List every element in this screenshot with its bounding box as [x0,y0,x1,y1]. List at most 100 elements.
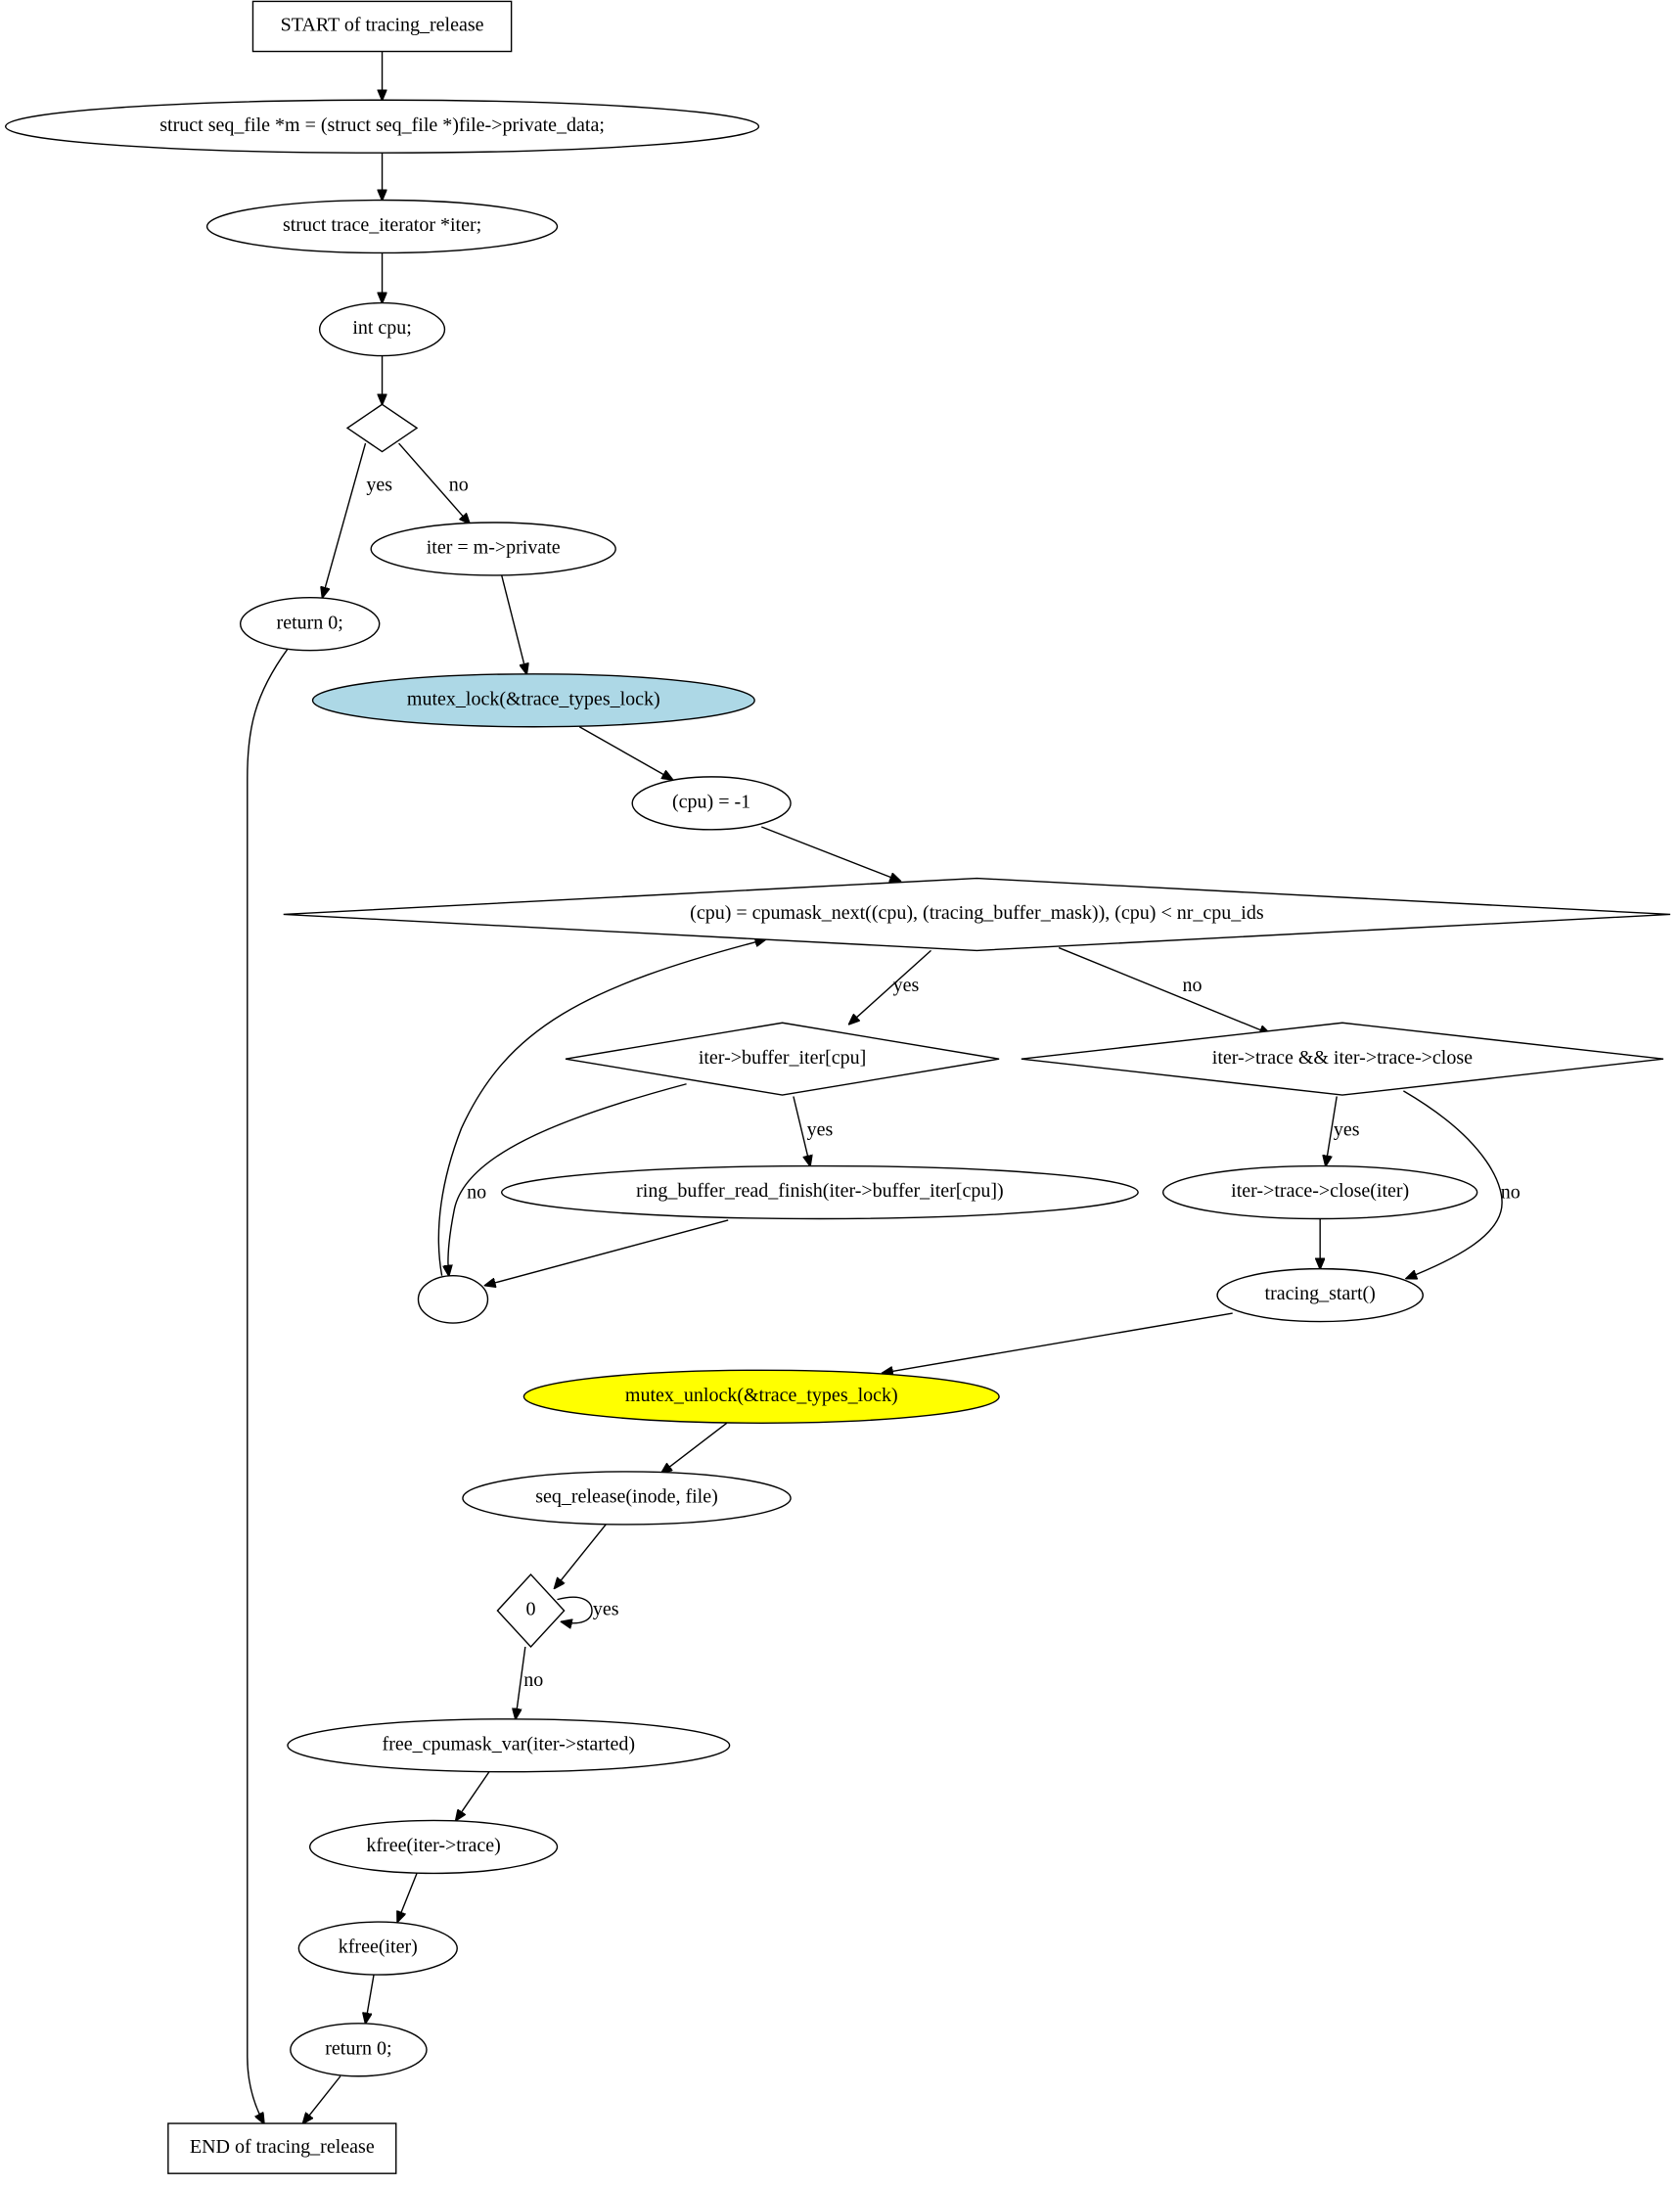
node-label: iter->buffer_iter[cpu] [699,1047,867,1069]
edge-label-yes: yes [1334,1119,1360,1141]
node-label: struct seq_file *m = (struct seq_file *)… [159,114,605,136]
decision-node-loop: (cpu) = cpumask_next((cpu), (tracing_buf… [283,877,1671,952]
edge-label-no: no [449,475,469,496]
node-shape [290,2023,428,2077]
node-shape [1216,1267,1424,1323]
statement-node-n10: free_cpumask_var(iter->started) [287,1718,731,1773]
decision-node-d4: 0 [496,1573,566,1648]
edge-d2-to-join [448,1083,687,1276]
node-label: ring_buffer_read_finish(iter->buffer_ite… [636,1180,1004,1202]
node-label: (cpu) = cpumask_next((cpu), (tracing_buf… [690,902,1264,924]
statement-node-n6: ring_buffer_read_finish(iter->buffer_ite… [500,1164,1139,1220]
terminal-node-start: START of tracing_release [251,0,513,53]
statement-node-lock: mutex_lock(&trace_types_lock) [311,673,755,728]
statement-node-join [417,1275,489,1324]
node-shape [311,673,755,728]
node-shape [309,1819,559,1875]
node-label: return 0; [277,612,343,633]
statement-node-n9: seq_release(inode, file) [462,1471,792,1526]
node-shape [283,877,1671,952]
node-shape [565,1022,1000,1096]
edge-n5-to-loop [761,826,900,881]
node-label: 0 [526,1599,536,1620]
edges [247,51,1503,2123]
statement-node-ret2: return 0; [290,2023,428,2077]
node-label: iter->trace->close(iter) [1231,1180,1409,1202]
statement-node-n12: kfree(iter) [297,1921,458,1976]
edge-loop-to-d3 [1058,946,1270,1034]
node-label: START of tracing_release [281,15,484,36]
edge-n4-to-lock [501,574,527,674]
edge-n11-to-n12 [397,1873,418,1922]
edge-n10-to-n11 [456,1771,490,1821]
edge-n12-to-ret2 [366,1974,375,2024]
edge-label-yes: yes [893,975,920,996]
decision-node-d2: iter->buffer_iter[cpu] [565,1022,1000,1096]
node-shape [631,776,792,831]
node-label: int cpu; [352,317,412,339]
node-shape [167,2122,397,2174]
edge-d2-to-n6 [793,1096,810,1166]
statement-node-n5: (cpu) = -1 [631,776,792,831]
node-label: iter->trace && iter->trace->close [1212,1047,1473,1069]
node-shape [496,1573,566,1648]
node-label: return 0; [325,2037,391,2059]
node-shape [297,1921,458,1976]
node-shape [522,1369,1000,1424]
statement-node-n1: struct seq_file *m = (struct seq_file *)… [4,99,760,154]
statement-node-n3: int cpu; [318,301,446,357]
edge-label-no: no [1501,1181,1521,1203]
edge-labels: yes no yes no yes no yes no yes no [366,475,1520,1691]
edge-label-no: no [1183,975,1203,996]
node-label: seq_release(inode, file) [535,1486,718,1508]
edge-lock-to-n5 [578,726,672,780]
terminal-node-end: END of tracing_release [167,2122,397,2174]
node-label: (cpu) = -1 [672,791,750,812]
node-label: END of tracing_release [190,2136,375,2158]
node-shape [345,403,419,453]
edge-label-yes: yes [593,1599,619,1620]
edge-d4-to-n10 [516,1646,526,1719]
statement-node-n4: iter = m->private [370,522,616,576]
statement-node-unlock: mutex_unlock(&trace_types_lock) [522,1369,1000,1424]
edge-label-no: no [467,1181,486,1203]
node-label: mutex_unlock(&trace_types_lock) [625,1385,898,1406]
edge-label-yes: yes [366,475,392,496]
edge-d4-to-d4 [557,1596,593,1623]
node-shape [287,1718,731,1773]
edge-loop-to-d2 [849,949,931,1024]
statement-node-n11: kfree(iter->trace) [309,1819,559,1875]
edge-label-yes: yes [807,1119,834,1141]
node-label: kfree(iter) [339,1936,418,1958]
node-label: tracing_start() [1265,1283,1376,1304]
statement-node-ret1: return 0; [239,596,381,652]
statement-node-n7: iter->trace->close(iter) [1161,1164,1478,1220]
node-shape [4,99,760,154]
edge-d1-to-ret1 [322,442,367,598]
statement-node-n2: struct trace_iterator *iter; [205,199,559,254]
node-shape [417,1275,489,1324]
edge-label-no: no [523,1669,543,1691]
edge-n9-to-d4 [555,1524,607,1588]
node-shape [205,199,559,254]
node-label: iter = m->private [427,537,561,559]
node-shape [500,1164,1139,1220]
edge-d3-to-n7 [1326,1096,1338,1166]
edge-unlock-to-n9 [661,1422,728,1473]
edge-n6-to-join [485,1219,729,1286]
node-label: struct trace_iterator *iter; [283,214,481,236]
edge-ret1-to-end [247,648,289,2123]
node-shape [239,596,381,652]
decision-node-d3: iter->trace && iter->trace->close [1021,1022,1664,1096]
node-shape [1161,1164,1478,1220]
node-label: kfree(iter->trace) [366,1835,500,1856]
edge-d3-to-n8 [1403,1090,1503,1279]
decision-node-d1 [345,403,419,453]
edge-ret2-to-end [303,2075,341,2123]
edge-join-to-loop [437,939,765,1276]
node-shape [251,0,513,53]
node-shape [1021,1022,1664,1096]
edge-d1-to-n4 [398,442,470,524]
